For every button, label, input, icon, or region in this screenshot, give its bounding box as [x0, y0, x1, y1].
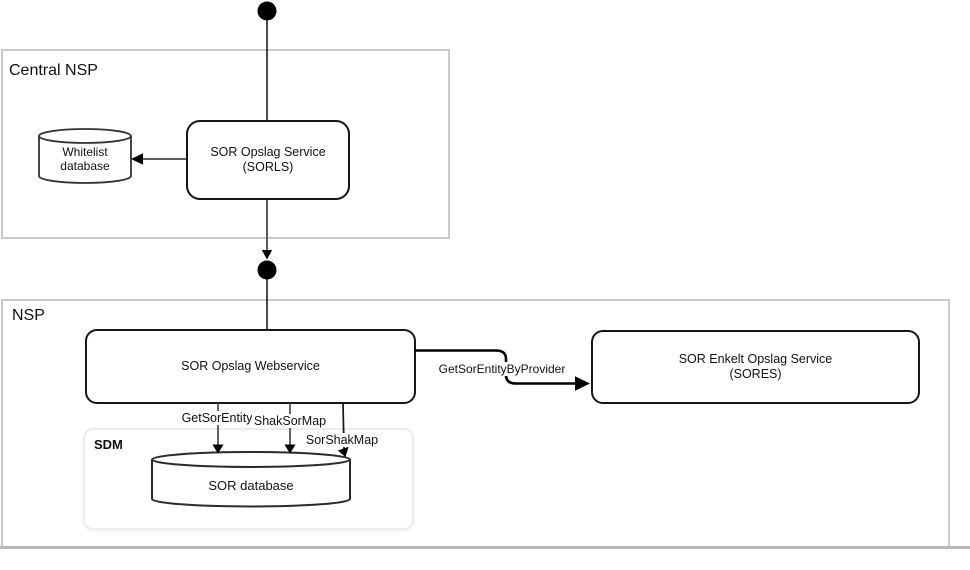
edge-label-getsorentitybyprovider: GetSorEntityByProvider [436, 362, 568, 376]
webservice-node: SOR Opslag Webservice [85, 329, 416, 404]
edge-label-shaksormap: ShakSorMap [251, 414, 329, 428]
sorls-label-line2: (SORLS) [242, 160, 294, 174]
edge-label-getsorentity: GetSorEntity [179, 411, 255, 425]
edge-label-sorshakmap: SorShakMap [303, 433, 381, 447]
nsp-label: NSP [12, 307, 45, 324]
sores-label-line1: SOR Enkelt Opslag Service [678, 352, 833, 366]
junction-node-circle [257, 260, 277, 280]
sdm-label: SDM [94, 437, 123, 452]
whitelist-label-line2: database [60, 159, 110, 173]
webservice-label: SOR Opslag Webservice [181, 359, 320, 373]
start-node-circle [257, 1, 277, 21]
arrowhead-down-icon [261, 250, 273, 260]
central-nsp-label: Central NSP [9, 62, 98, 79]
sores-label-line2: (SORES) [729, 367, 782, 381]
nsp-container: NSP [1, 299, 950, 548]
nsp-bottom-edge-line [0, 546, 970, 549]
sorls-node: SOR Opslag Service (SORLS) [186, 120, 350, 200]
whitelist-database-label: Whitelist database [39, 145, 131, 173]
sorls-label-line1: SOR Opslag Service [210, 145, 326, 159]
whitelist-label-line1: Whitelist [62, 145, 108, 159]
sor-database-label: SOR database [208, 478, 294, 493]
sores-node: SOR Enkelt Opslag Service (SORES) [591, 330, 920, 404]
central-nsp-container: Central NSP [1, 49, 450, 239]
